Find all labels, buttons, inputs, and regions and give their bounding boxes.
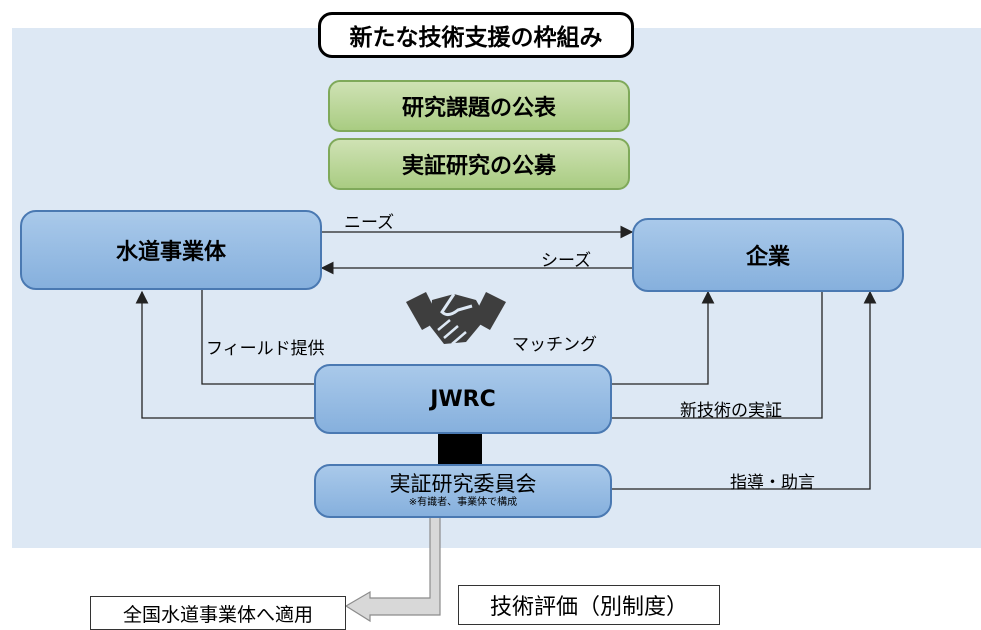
handshake-icon: [406, 292, 506, 345]
nationwide-apply-box: 全国水道事業体へ適用: [90, 596, 346, 630]
utility-node: 水道事業体: [20, 210, 322, 290]
step-open-call: 実証研究の公募: [328, 138, 630, 190]
seeds-label: シーズ: [541, 251, 592, 271]
committee-note: ※有識者、事業体で構成: [408, 497, 518, 508]
guidance-label: 指導・助言: [730, 473, 815, 493]
tech-evaluation-box: 技術評価（別制度）: [458, 585, 720, 625]
matching-label: マッチング: [512, 335, 597, 355]
jwrc-to-utility-arrow: [135, 290, 318, 419]
jwrc-node: JWRC: [314, 364, 612, 434]
needs-label: ニーズ: [344, 213, 395, 233]
matching-arrow: [612, 290, 715, 385]
output-flow-arrow: [344, 515, 441, 623]
framework-title: 新たな技術支援の枠組み: [318, 12, 634, 58]
company-node: 企業: [632, 218, 904, 292]
guidance-arrow: [612, 290, 877, 490]
field-label: フィールド提供: [206, 339, 325, 359]
verification-line: [612, 290, 823, 419]
step-announce-topics: 研究課題の公表: [328, 80, 630, 132]
verification-label: 新技術の実証: [680, 401, 782, 421]
committee-node: 実証研究委員会 ※有識者、事業体で構成: [314, 464, 612, 518]
connector-block: [438, 434, 482, 464]
field-line: [201, 290, 318, 385]
committee-label: 実証研究委員会: [389, 472, 537, 496]
